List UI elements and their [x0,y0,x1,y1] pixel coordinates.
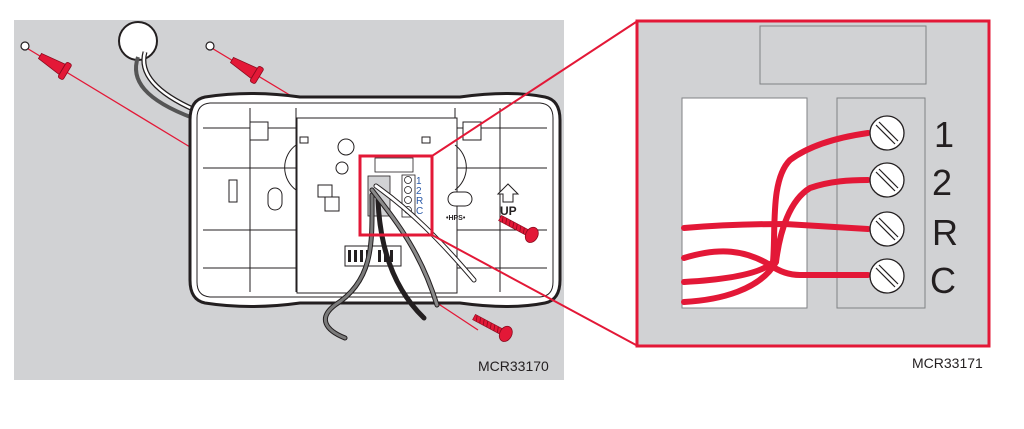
small-terminal-label-1: 1 [416,176,422,187]
up-arrow-icon [496,183,520,203]
terminal-label-c: C [930,260,956,301]
anchor-hole-icon [205,41,215,51]
terminal-label-2: 2 [932,162,952,203]
detail-terminal-screws [869,115,905,294]
screw-icon [498,214,539,243]
small-terminal-label-c: C [416,206,423,217]
up-label: UP [500,204,517,218]
detail-figure [635,19,991,348]
small-terminal-label-2: 2 [416,186,422,197]
figure-label-right: MCR33171 [912,355,983,371]
wall-hole-icon [118,21,197,120]
terminal-screw-icon [869,162,905,198]
hps-label: •HPS• [446,215,466,222]
screw-icon [472,313,513,342]
terminal-screw-icon [869,258,905,294]
terminal-screw-icon [869,211,905,247]
figure-label-left: MCR33170 [478,358,549,374]
small-terminal-block: 1 2 R C [404,176,423,217]
wall-anchor-icon [229,56,264,84]
wall-anchor-icon [37,52,72,80]
anchor-hole-icon [20,41,30,51]
terminal-screw-icon [869,115,905,151]
detail-wires [681,130,871,305]
terminal-label-1: 1 [934,114,954,155]
small-terminal-label-r: R [416,196,423,207]
terminal-label-r: R [932,212,958,253]
callout [358,21,637,346]
thermostat-wires [322,183,477,341]
